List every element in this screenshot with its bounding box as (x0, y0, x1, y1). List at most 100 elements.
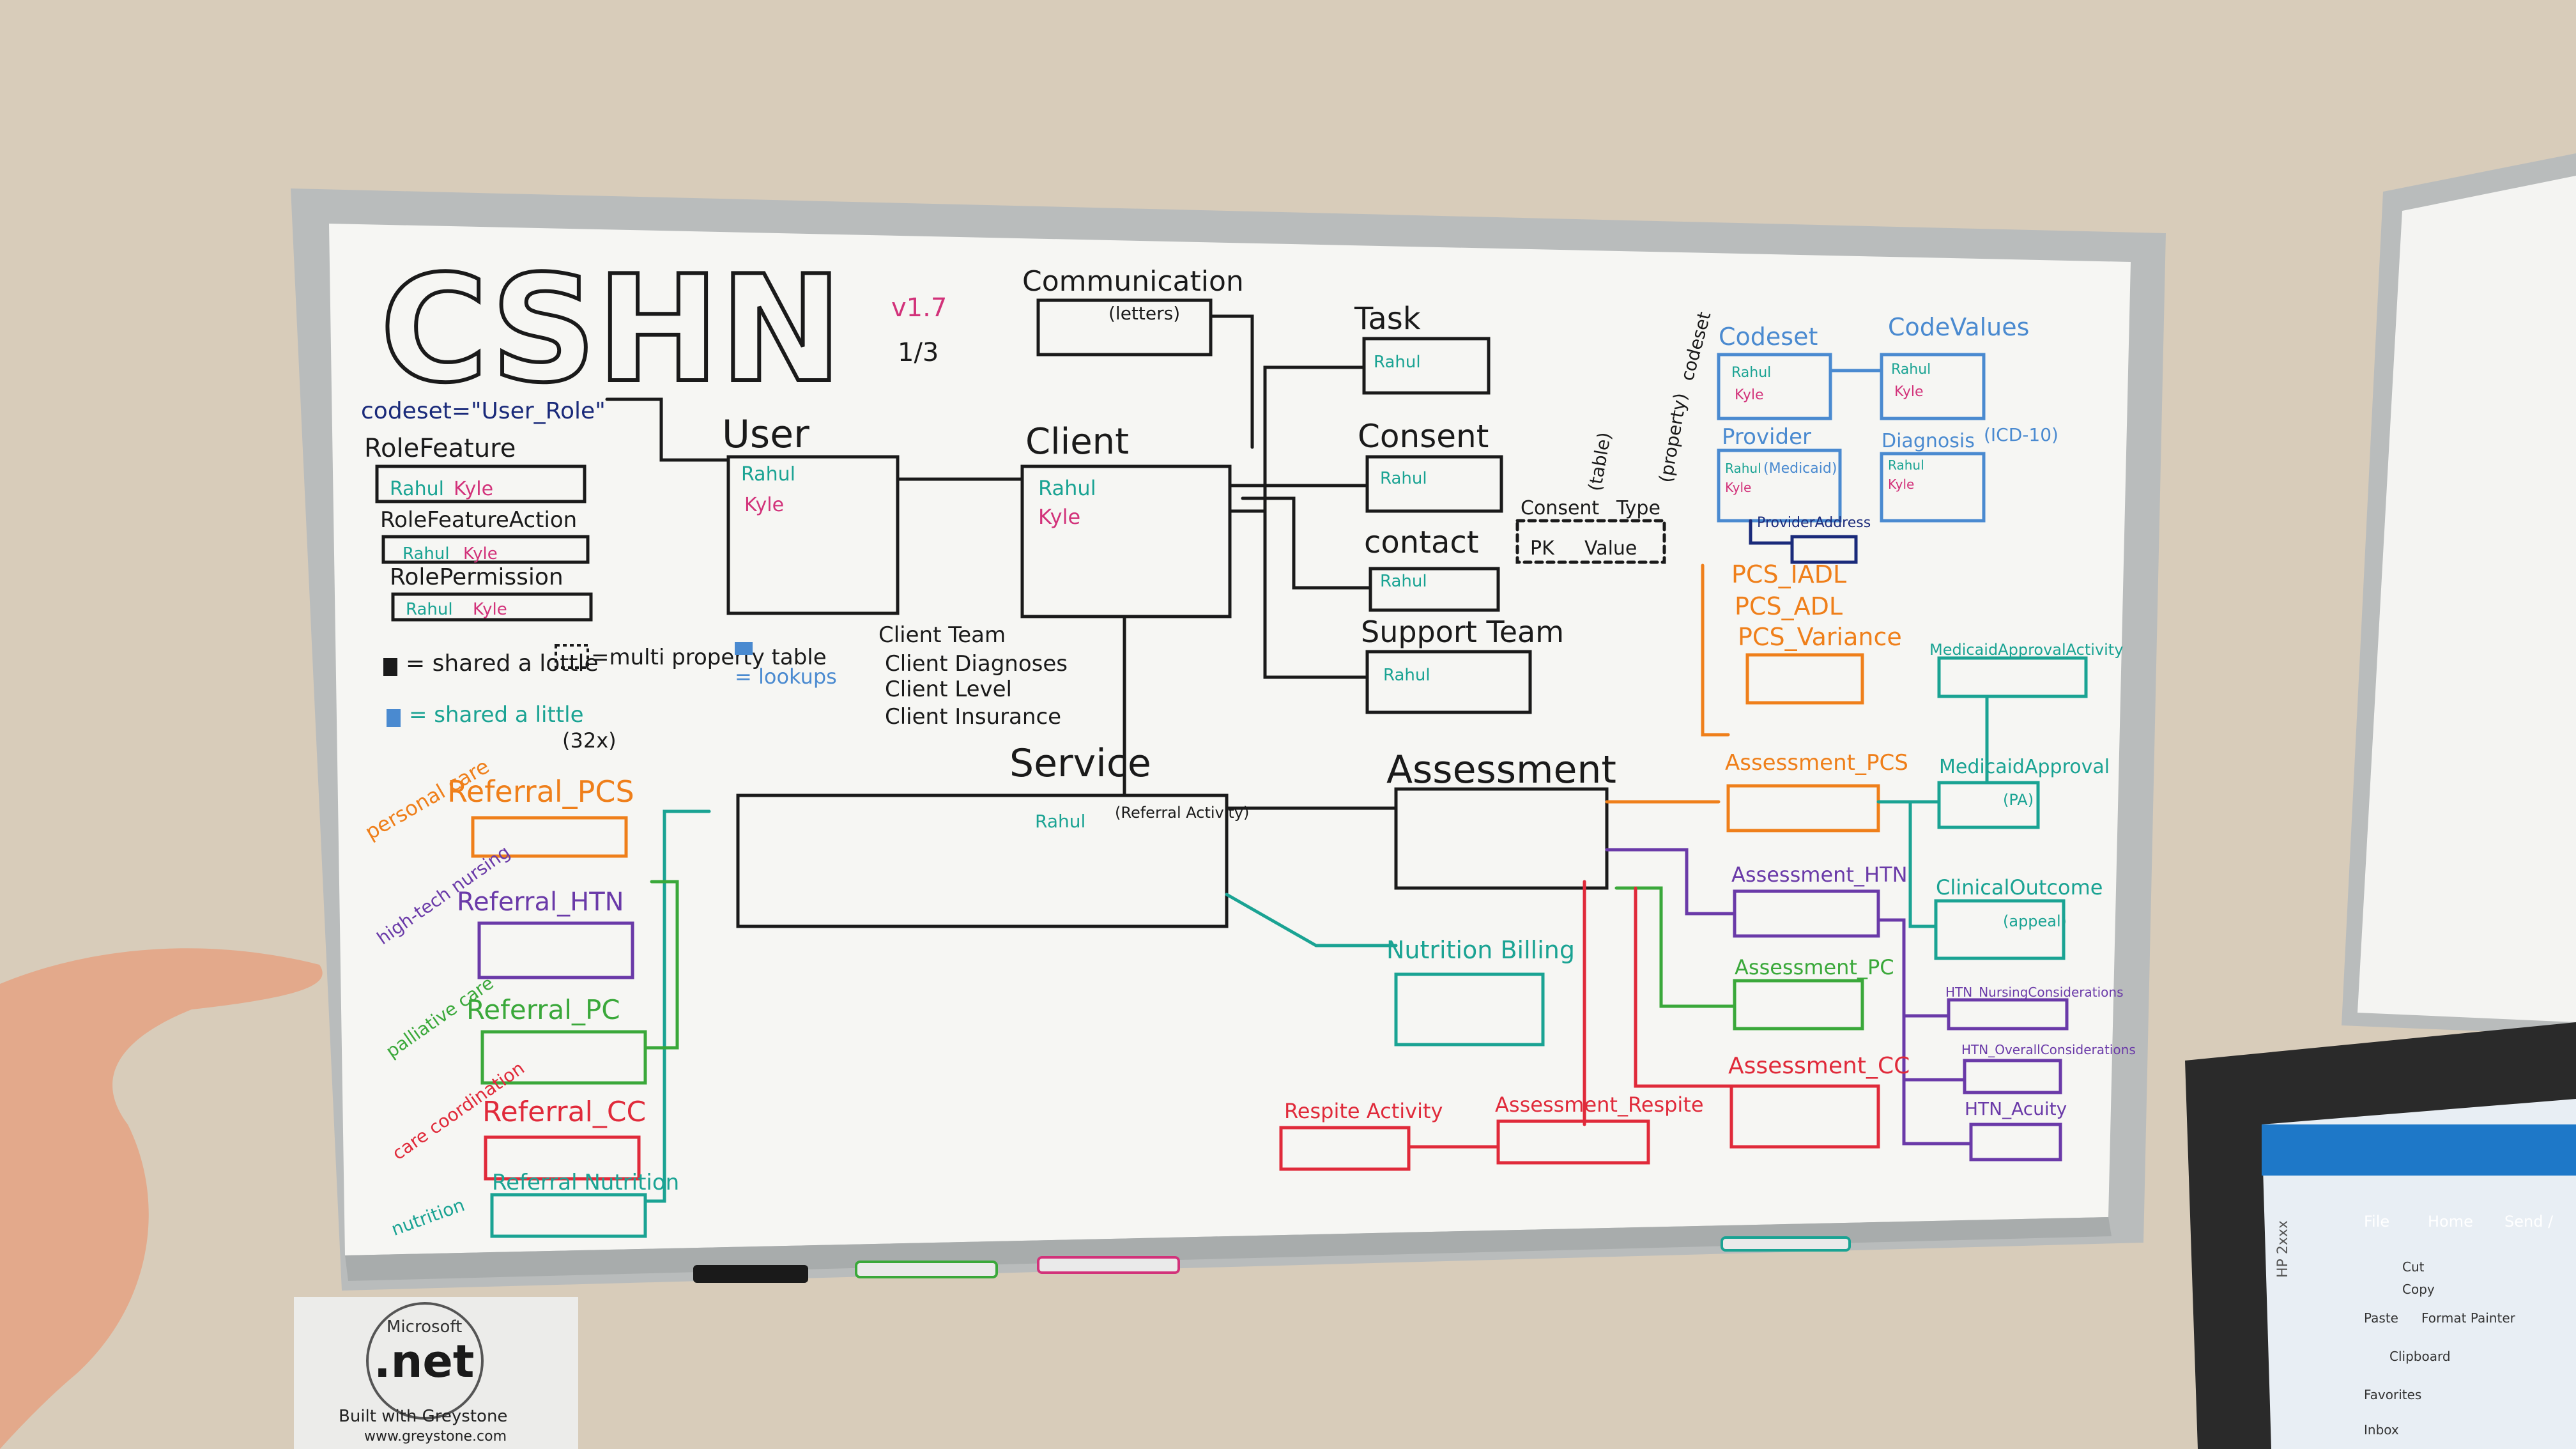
respite-activity-title: Respite Activity (1284, 1099, 1443, 1123)
medicaid-approval-title: MedicaidApproval (1939, 756, 2110, 778)
pcs-bracket-line (1701, 564, 1730, 737)
monitor-item-favorites[interactable]: Favorites (2364, 1387, 2421, 1402)
pk-label: PK (1530, 537, 1555, 560)
sticker-line: Built with Greystone (339, 1407, 507, 1426)
service-title: Service (1009, 741, 1151, 786)
client-to-support-line (1263, 509, 1369, 679)
service-note: (Referral Activity) (1115, 804, 1249, 822)
referral-htn-title: Referral_HTN (457, 887, 624, 917)
monitor-item-paste[interactable]: Paste (2364, 1310, 2398, 1326)
user-rahul: Rahul (741, 463, 795, 486)
provider-rahul: Rahul (1725, 461, 1761, 476)
client-to-communication-line (1209, 314, 1254, 449)
pcs-variance-box (1745, 653, 1864, 705)
diagram-strokes (375, 298, 2088, 1238)
diagnosis-rahul: Rahul (1888, 457, 1924, 473)
medicaid-approval-activity-box (1937, 656, 2088, 698)
monitor-item-inbox[interactable]: Inbox (2364, 1422, 2399, 1438)
referral-pc-link-line (643, 880, 679, 1050)
role-permission-rahul: Rahul (406, 600, 453, 619)
consent-sub-label: Consent (1521, 497, 1599, 519)
user-title: User (722, 412, 809, 457)
htn-overall-title: HTN_OverallConsiderations (1961, 1042, 2136, 1057)
provider-kyle: Kyle (1725, 480, 1751, 495)
service-to-referrals-line (643, 809, 711, 1203)
task-rahul: Rahul (1374, 353, 1421, 372)
assessment-pc-title: Assessment_PC (1735, 955, 1894, 979)
referral-pc-title: Referral_PC (466, 994, 620, 1025)
htn-overall-box (1963, 1059, 2062, 1094)
monitor-ribbon (2262, 1124, 2576, 1176)
sticker-url: www.greystone.com (364, 1429, 507, 1445)
legend-multi: =multi property table (591, 645, 827, 670)
monitor-tab-home[interactable]: Home (2428, 1213, 2473, 1230)
consent-rahul: Rahul (1380, 469, 1427, 488)
medicaid-approval-sub: (PA) (2003, 791, 2034, 809)
assessment-htn-title: Assessment_HTN (1731, 862, 1908, 887)
board-version-date: 1/3 (898, 338, 939, 367)
codeset-kyle: Kyle (1735, 387, 1764, 403)
marker-green[interactable] (855, 1261, 998, 1278)
referral-cc-title: Referral_CC (482, 1096, 646, 1128)
referral-nutrition-box (490, 1193, 647, 1238)
diagnosis-box (1880, 452, 1986, 523)
monitor-tab-send[interactable]: Send / (2504, 1213, 2554, 1230)
pointing-hand (0, 948, 323, 1449)
monitor-item-copy[interactable]: Copy (2402, 1282, 2435, 1297)
referral-pcs-title: Referral_PCS (447, 774, 634, 809)
referral-nutrition-title: Referral Nutrition (492, 1170, 679, 1195)
assessment-respite-box (1496, 1119, 1650, 1165)
referral-pcs-box (471, 816, 628, 858)
assessment-pcs-box (1726, 784, 1880, 832)
htn-acuity-title: HTN_Acuity (1965, 1098, 2067, 1119)
legend-shared-little-swatch (387, 709, 401, 727)
clinical-outcome-title: ClinicalOutcome (1936, 875, 2103, 900)
sticker-brand: Microsoft (387, 1317, 462, 1337)
role-feature-action-rahul: Rahul (402, 544, 450, 564)
communication-box (1036, 298, 1213, 356)
monitor-screen (2262, 1099, 2576, 1449)
monitor-item-format-painter[interactable]: Format Painter (2421, 1310, 2516, 1326)
communication-sub: (letters) (1108, 303, 1180, 324)
codeset-rahul: Rahul (1731, 365, 1771, 381)
marker-teal[interactable] (1721, 1236, 1851, 1252)
client-to-contact-line (1241, 496, 1372, 590)
support-team-rahul: Rahul (1383, 666, 1430, 685)
role-feature-title: RoleFeature (364, 434, 516, 463)
assessment-to-pc-line (1614, 886, 1736, 1008)
right-whiteboard-surface (2358, 176, 2576, 1022)
htn-to-acuity-line (1902, 1078, 1973, 1146)
referral-pc-box (480, 1030, 647, 1085)
nutrition-billing-title: Nutrition Billing (1386, 936, 1575, 964)
assessment-cc-box (1729, 1084, 1880, 1149)
assessment-respite-title: Assessment_Respite (1495, 1092, 1704, 1117)
medicaid-approval-activity-title: MedicaidApprovalActivity (1929, 641, 2123, 659)
codevalues-box (1880, 353, 1986, 420)
provider-to-address-line (1749, 519, 1794, 545)
net-sticker (294, 1297, 578, 1449)
client-title: Client (1025, 421, 1129, 463)
codeset-box (1717, 353, 1832, 420)
monitor-tab-file[interactable]: File (2364, 1213, 2389, 1230)
codeset-user-role: codeset="User_Role" (361, 398, 606, 424)
diagnosis-sub: (ICD-10) (1984, 424, 2058, 445)
marker-pink[interactable] (1037, 1256, 1180, 1274)
provider-address-title: ProviderAddress (1757, 515, 1871, 531)
legend-lookups: = lookups (735, 664, 837, 689)
marker-black[interactable] (693, 1265, 808, 1283)
assessment-title: Assessment (1386, 747, 1616, 792)
role-permission-title: RolePermission (390, 564, 564, 590)
diagnosis-title: Diagnosis (1882, 430, 1975, 452)
contact-title: contact (1364, 525, 1479, 560)
client-link-diagnoses: Client Diagnoses (885, 651, 1068, 677)
role-feature-rahul: Rahul (390, 478, 444, 500)
provider-box (1717, 448, 1842, 523)
assessment-to-outcome-line (1876, 800, 1938, 928)
legend-lookups-swatch (735, 642, 753, 655)
clinical-outcome-sub: (appeal) (2003, 912, 2067, 930)
codevalues-rahul: Rahul (1891, 362, 1931, 378)
legend-multi-count: (32x) (562, 728, 617, 753)
assessment-to-cc-line (1634, 886, 1733, 1088)
monitor-item-cut[interactable]: Cut (2402, 1259, 2425, 1275)
